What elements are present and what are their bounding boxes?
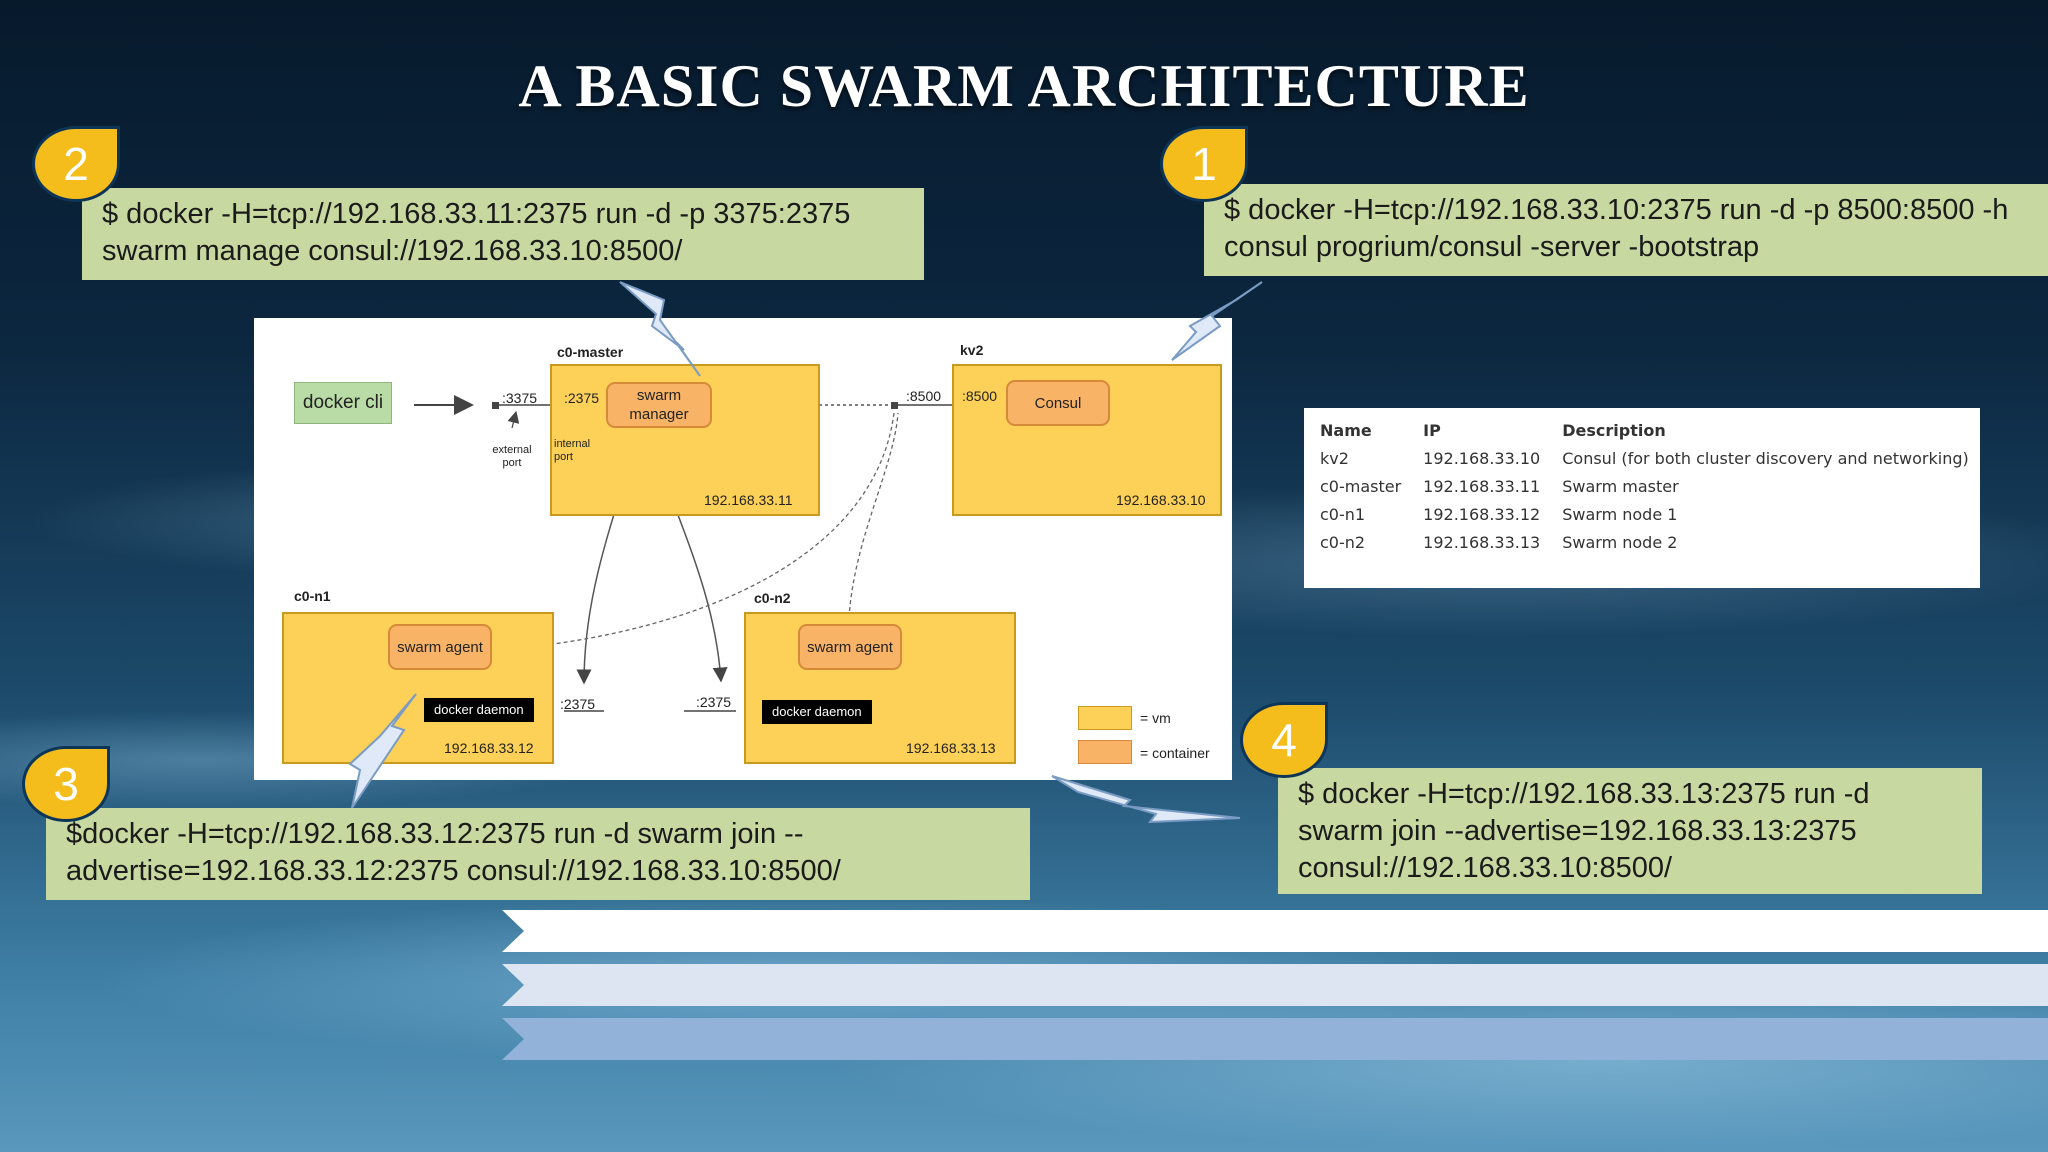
external-port-caption: external port xyxy=(492,444,532,469)
docker-cli-box: docker cli xyxy=(294,382,392,424)
n1-agent-to-consul-dashed xyxy=(493,412,895,651)
consul-container: Consul xyxy=(1006,380,1110,426)
header-ip: IP xyxy=(1423,421,1441,440)
cell-ip: 192.168.33.11 xyxy=(1423,477,1541,496)
cell-name: c0-n2 xyxy=(1320,533,1366,552)
step-1-command: $ docker -H=tcp://192.168.33.10:2375 run… xyxy=(1204,184,2048,276)
legend-container-label: = container xyxy=(1140,745,1210,761)
table-row: c0-n2 192.168.33.13 Swarm node 2 xyxy=(1312,529,1983,557)
step-4-badge: 4 xyxy=(1240,702,1328,778)
legend-vm-swatch xyxy=(1078,706,1132,730)
n1-swarm-agent-container: swarm agent xyxy=(388,624,492,670)
bar-light-blue xyxy=(502,964,2048,1006)
step-1-badge: 1 xyxy=(1160,126,1248,202)
cell-description: Swarm node 1 xyxy=(1562,505,1678,524)
swarm-manager-container: swarm manager xyxy=(606,382,712,428)
n2-swarm-agent-container: swarm agent xyxy=(798,624,902,670)
n1-ip: 192.168.33.12 xyxy=(444,740,534,756)
cell-ip: 192.168.33.13 xyxy=(1423,533,1541,552)
table-row: kv2 192.168.33.10 Consul (for both clust… xyxy=(1312,445,1983,473)
slide-title: A BASIC SWARM ARCHITECTURE xyxy=(518,53,1530,119)
n2-ip: 192.168.33.13 xyxy=(906,740,996,756)
cell-name: c0-n1 xyxy=(1320,505,1366,524)
step-4-command: $ docker -H=tcp://192.168.33.13:2375 run… xyxy=(1278,768,1982,894)
cell-name: c0-master xyxy=(1320,477,1402,496)
cell-ip: 192.168.33.10 xyxy=(1423,449,1541,468)
cell-name: kv2 xyxy=(1320,449,1349,468)
architecture-diagram: docker cli :3375 external port c0-master… xyxy=(254,318,1232,780)
consul-port-dot xyxy=(891,402,898,409)
n1-port: :2375 xyxy=(560,696,596,712)
hosts-table-grid: Name IP Description kv2 192.168.33.10 Co… xyxy=(1312,418,1983,557)
step-2-command: $ docker -H=tcp://192.168.33.11:2375 run… xyxy=(82,188,924,280)
n1-vm-label: c0-n1 xyxy=(294,588,331,604)
external-port-dot xyxy=(492,402,499,409)
hosts-table: Name IP Description kv2 192.168.33.10 Co… xyxy=(1304,408,1980,588)
external-port-pointer xyxy=(507,410,520,429)
n2-docker-daemon: docker daemon xyxy=(762,700,872,724)
kv2-vm-label: kv2 xyxy=(960,342,984,358)
table-header-row: Name IP Description xyxy=(1312,418,1983,445)
legend-container-swatch xyxy=(1078,740,1132,764)
kv2-ip: 192.168.33.10 xyxy=(1116,492,1206,508)
internal-port-caption: internal port xyxy=(554,438,591,463)
n2-port: :2375 xyxy=(696,694,732,710)
master-vm-label: c0-master xyxy=(557,344,624,360)
step-3-badge: 3 xyxy=(22,746,110,822)
kv2-inner-port: :8500 xyxy=(962,388,998,404)
external-port-label: :3375 xyxy=(502,390,538,406)
n1-docker-daemon: docker daemon xyxy=(424,698,534,722)
step-3-command: $docker -H=tcp://192.168.33.12:2375 run … xyxy=(46,808,1030,900)
n2-vm-label: c0-n2 xyxy=(754,590,791,606)
kv2-outer-port: :8500 xyxy=(906,388,942,404)
cell-ip: 192.168.33.12 xyxy=(1423,505,1541,524)
header-name: Name xyxy=(1320,421,1372,440)
bar-white xyxy=(502,910,2048,952)
bar-blue xyxy=(502,1018,2048,1060)
step-2-badge: 2 xyxy=(32,126,120,202)
table-row: c0-master 192.168.33.11 Swarm master xyxy=(1312,473,1983,501)
table-row: c0-n1 192.168.33.12 Swarm node 1 xyxy=(1312,501,1983,529)
n2-agent-to-consul-dashed xyxy=(848,412,899,619)
cell-description: Consul (for both cluster discovery and n… xyxy=(1562,449,1969,468)
master-ip: 192.168.33.11 xyxy=(704,492,793,508)
legend-vm-label: = vm xyxy=(1140,710,1171,726)
master-internal-port: :2375 xyxy=(564,390,600,406)
cell-description: Swarm node 2 xyxy=(1562,533,1678,552)
cell-description: Swarm master xyxy=(1562,477,1679,496)
header-description: Description xyxy=(1562,421,1666,440)
